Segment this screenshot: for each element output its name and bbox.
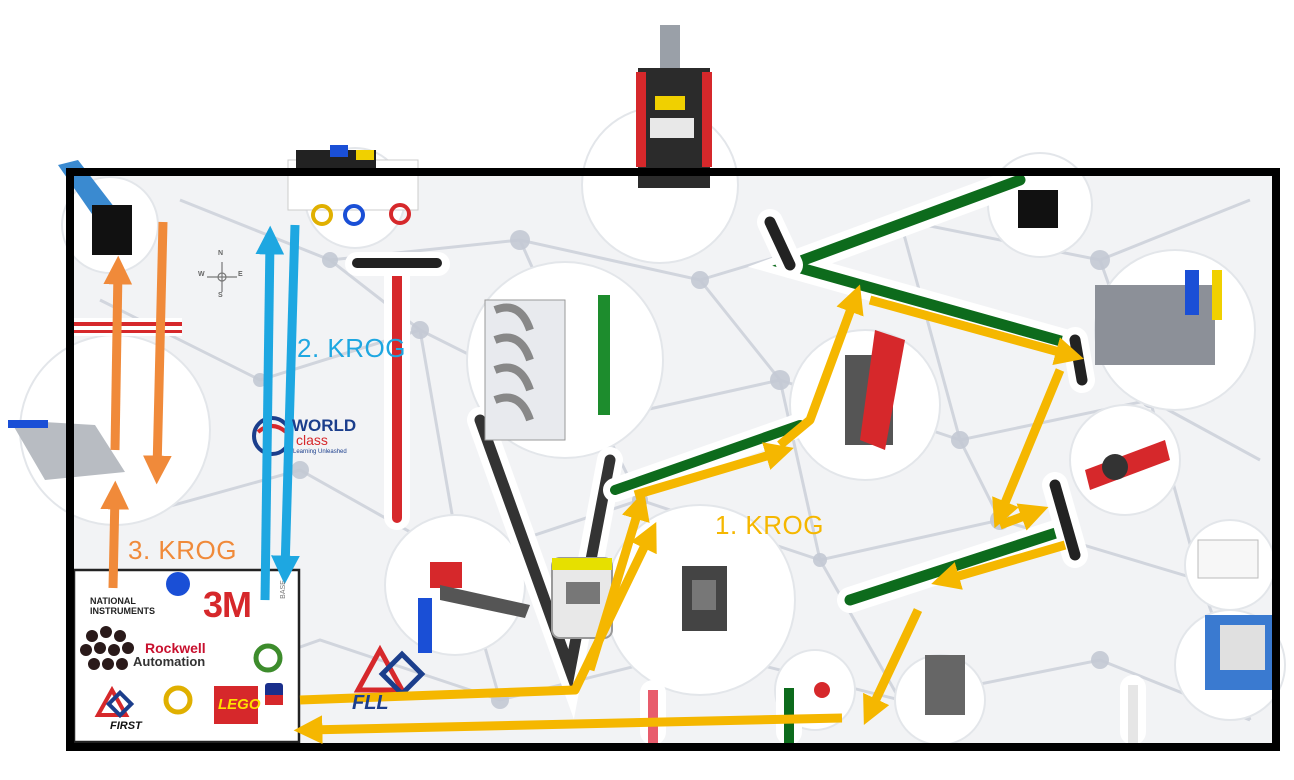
table-border [66,168,1280,751]
loop1-arrow-right2 [868,295,1084,366]
fll-logo [353,644,426,698]
sponsor-lego: LEGO [218,696,261,713]
compass-w: W [198,271,205,278]
compass-s: S [218,292,223,299]
loop2-arrow-up [255,225,285,601]
loop1-label: 1. KROG [715,510,824,540]
world-class-word: WORLD [292,416,357,435]
loop1-arrow-left1 [931,540,1067,590]
mission-models [8,25,1280,715]
loop2-arrow-down [271,224,300,585]
loop3-arrow-up-long [103,255,133,451]
compass-n: N [218,250,224,257]
sponsor-automation: Automation [133,654,206,669]
loop2-path [255,224,300,601]
green-line-mid [603,413,812,502]
sponsor-first: FIRST [110,720,142,732]
loop3-arrow-up-short [100,480,130,589]
loop1-arrow-down1 [992,368,1065,529]
loop1-arrow-up1 [585,491,650,672]
loop1-arrow-back-base [293,713,843,745]
compass-e: E [238,271,243,278]
sponsor-3m: 3M [203,584,252,625]
loop2-label: 2. KROG [297,333,406,363]
left-red-lines [72,318,182,336]
world-class-class: class [296,432,328,448]
loop1-arrow-right3 [998,503,1049,531]
loop1-arrow-right1 [633,442,794,500]
base-label: BASE [279,580,287,599]
fll-text: FLL [352,692,389,714]
loop1-arrow-down2 [863,608,923,726]
loop3-label: 3. KROG [128,535,237,565]
loop3-path [100,221,172,589]
black-v-line [467,407,623,720]
red-t-line [345,252,450,530]
sponsor-rockwell: Rockwell [145,640,206,656]
loop1-path [293,284,1084,745]
loop1-arrow-out-base [299,522,657,705]
world-class-tagline: Learning Unleashed [293,449,347,455]
loop1-arrow-up2 [777,284,864,449]
sponsor-ni: NATIONAL INSTRUMENTS [90,596,155,616]
compass-icon [207,262,237,292]
loop3-arrow-down [142,221,172,485]
base-area [72,568,301,744]
